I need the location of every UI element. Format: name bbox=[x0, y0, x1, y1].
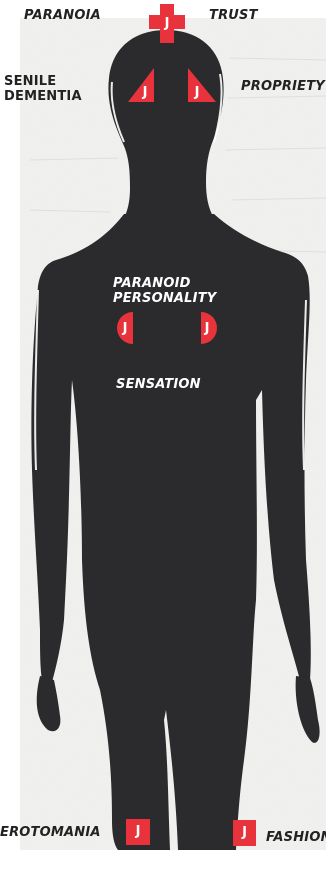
label-erotomania: EROTOMANIA bbox=[0, 825, 101, 840]
label-sensation: SENSATION bbox=[116, 377, 201, 392]
marker-letter-left-chest: J bbox=[118, 322, 132, 335]
label-paranoid-personality: PARANOID PERSONALITY bbox=[113, 276, 216, 306]
label-paranoia: PARANOIA bbox=[24, 8, 101, 23]
label-trust: TRUST bbox=[209, 8, 258, 23]
label-fashion: FASHION bbox=[266, 830, 326, 845]
marker-letter-right-knee: J bbox=[233, 826, 256, 839]
marker-letter-right-temple: J bbox=[190, 86, 204, 99]
marker-letter-right-chest: J bbox=[200, 322, 214, 335]
marker-letter-head: J bbox=[160, 17, 174, 30]
marker-letter-left-knee: J bbox=[126, 825, 150, 838]
label-propriety: PROPRIETY bbox=[241, 79, 325, 94]
label-senile-dementia: SENILE DEMENTIA bbox=[4, 74, 82, 104]
marker-letter-left-temple: J bbox=[138, 86, 152, 99]
